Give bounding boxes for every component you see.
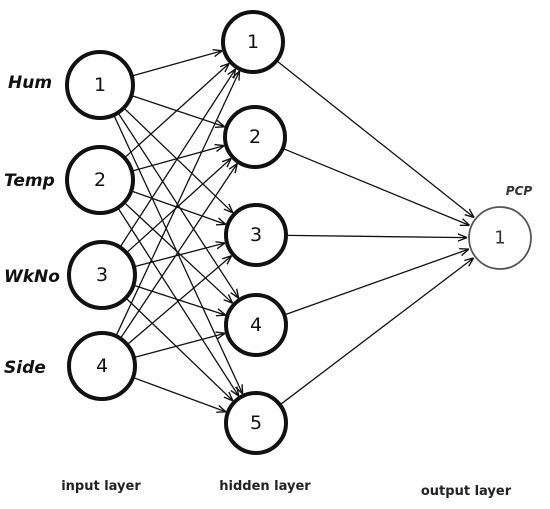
output-layer: PCP 1 [468, 184, 533, 270]
edge-hidden-5-output-1 [280, 258, 474, 405]
hidden-node-number: 5 [250, 412, 262, 434]
edge-hidden-2-output-1 [283, 148, 470, 226]
input-feature-label: WkNo [4, 267, 60, 287]
input-node-2: Temp 2 [4, 145, 135, 215]
edge-input-1-hidden-2 [131, 95, 225, 127]
input-layer-label: input layer [61, 479, 141, 494]
hidden-node-5: 5 [224, 391, 288, 455]
connections [113, 51, 474, 412]
input-layer: Hum 1 Temp 2 WkNo 3 Side 4 [4, 50, 137, 401]
edge-input-4-hidden-3 [127, 256, 232, 345]
edge-hidden-3-output-1 [286, 235, 467, 237]
edge-input-2-hidden-2 [132, 146, 224, 172]
hidden-node-4: 4 [224, 293, 288, 357]
input-node-number: 3 [96, 264, 108, 286]
input-feature-label: Side [4, 358, 46, 378]
hidden-node-number: 4 [250, 314, 262, 336]
edge-input-4-hidden-5 [133, 377, 226, 412]
edge-input-4-hidden-2 [120, 164, 237, 339]
edge-input-2-hidden-3 [131, 190, 226, 224]
edge-input-1-hidden-3 [124, 108, 233, 213]
hidden-layer: 1 2 3 4 5 [221, 10, 288, 455]
hidden-node-number: 3 [250, 224, 262, 246]
edge-input-1-hidden-1 [132, 51, 223, 77]
hidden-node-2: 2 [223, 105, 287, 169]
hidden-node-number: 1 [247, 31, 259, 53]
input-node-1: Hum 1 [8, 50, 135, 120]
input-node-3: WkNo 3 [4, 240, 137, 310]
input-node-4: Side 4 [4, 331, 137, 401]
hidden-node-1: 1 [221, 10, 285, 74]
edge-input-3-hidden-5 [126, 298, 233, 401]
input-feature-label: Temp [4, 171, 55, 191]
hidden-node-number: 2 [249, 126, 261, 148]
input-node-number: 1 [94, 74, 106, 96]
output-node-number: 1 [494, 228, 505, 249]
output-layer-label: output layer [421, 484, 512, 499]
output-node-1: 1 [468, 206, 532, 270]
edge-input-2-hidden-5 [117, 208, 238, 397]
edge-input-4-hidden-1 [115, 71, 239, 336]
input-node-number: 4 [96, 355, 108, 377]
edge-input-2-hidden-1 [124, 63, 229, 158]
input-node-number: 2 [94, 169, 106, 191]
hidden-node-3: 3 [224, 203, 288, 267]
edge-hidden-4-output-1 [284, 249, 469, 316]
edge-input-3-hidden-2 [126, 158, 231, 253]
input-feature-label: Hum [8, 73, 52, 93]
edge-input-4-hidden-4 [134, 333, 225, 358]
edge-input-2-hidden-4 [124, 202, 233, 303]
edge-hidden-1-output-1 [276, 60, 474, 217]
output-name-label: PCP [506, 184, 533, 198]
edge-input-3-hidden-1 [119, 69, 236, 247]
hidden-layer-label: hidden layer [219, 479, 311, 494]
